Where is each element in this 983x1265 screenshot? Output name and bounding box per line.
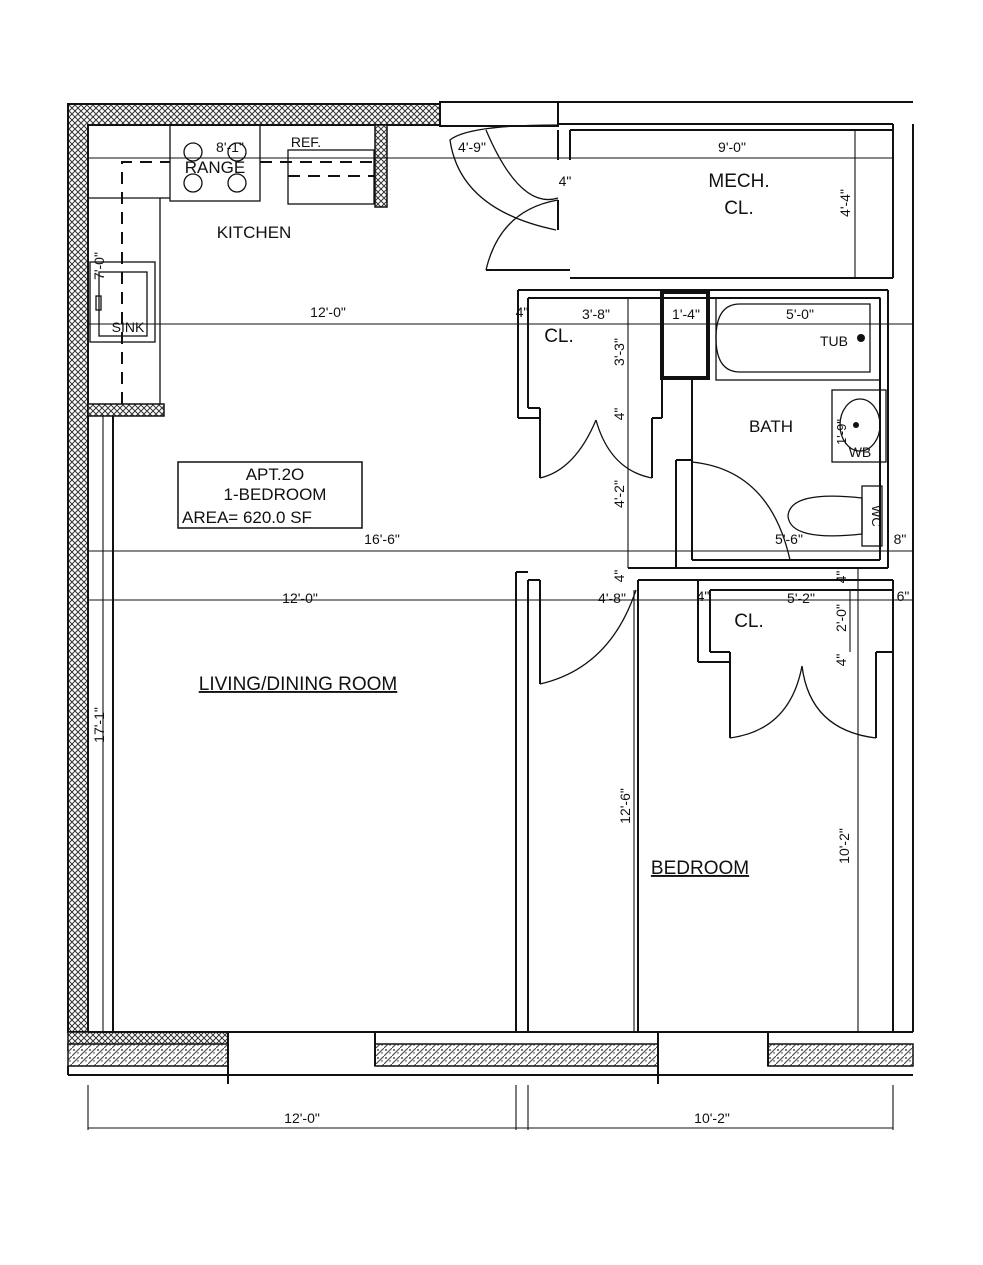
label-hall-closet: CL. (544, 326, 574, 347)
dim-wall-6: 6" (897, 588, 910, 604)
dim-wall-8: 8" (894, 531, 907, 547)
toilet-bowl (787, 495, 863, 537)
label-wb: WB (849, 444, 872, 460)
dim-wall-4a: 4" (559, 173, 572, 189)
dim-wall-4g: 4" (833, 654, 849, 667)
fixture-labels: REF. RANGE SINK TUB WB WC (112, 134, 884, 527)
dim-wall-4c: 4" (611, 408, 627, 421)
dim-closet-depth: 3'-3" (611, 338, 627, 366)
dim-upper-width: 12'-0" (310, 304, 346, 320)
dim-mech-depth: 4'-4" (837, 189, 853, 217)
label-bedroom: BEDROOM (651, 858, 749, 879)
label-kitchen: KITCHEN (217, 223, 292, 242)
label-range: RANGE (185, 158, 245, 177)
dim-kitchen-width: 8'-1" (216, 139, 244, 155)
bottom-sill-left (67, 1043, 229, 1067)
bedroom-door-swing (539, 589, 637, 685)
kitchen-fixtures (88, 124, 375, 404)
dim-wall-4b: 4" (516, 304, 529, 320)
info-area: AREA= 620.0 SF (182, 508, 312, 527)
dim-total-width: 16'-6" (364, 531, 400, 547)
dimension-labels: 8'-1" 4'-9" 9'-0" 4" 4'-4" 7'-0" 12'-0" … (91, 139, 909, 1126)
room-labels: KITCHEN MECH. CL. CL. BATH CL. LIVING/DI… (199, 171, 793, 879)
dim-door-width: 4'-9" (458, 139, 486, 155)
exterior-walls (67, 103, 914, 1067)
top-exterior-wall (67, 103, 441, 1033)
info-box: APT.2O 1-BEDROOM AREA= 620.0 SF (177, 461, 363, 529)
label-sink: SINK (112, 319, 145, 335)
label-mech: MECH. (708, 171, 769, 192)
dim-closet-width: 3'-8" (582, 306, 610, 322)
dim-bottom-living: 12'-0" (284, 1110, 320, 1126)
dim-wall-4e: 4" (697, 588, 710, 604)
info-apt: APT.2O (246, 465, 305, 484)
bath-door-swing (691, 461, 791, 561)
dim-living-width: 12'-0" (282, 590, 318, 606)
dim-kitchen-depth: 7'-0" (91, 252, 107, 280)
washbasin (831, 389, 887, 463)
dim-wb: 1'-9" (834, 419, 849, 445)
dim-chase-width: 1'-4" (672, 306, 700, 322)
label-tub: TUB (820, 333, 848, 349)
bottom-sill-mid (374, 1043, 659, 1067)
dim-bottom-bed: 10'-2" (694, 1110, 730, 1126)
label-bed-closet: CL. (734, 611, 764, 632)
label-bath: BATH (749, 417, 793, 436)
kitchen-wall-stub (87, 403, 165, 417)
dim-bed-depth-b: 10'-2" (836, 828, 852, 864)
closet-door-right (595, 419, 653, 479)
info-type: 1-BEDROOM (224, 485, 327, 504)
closet-door-left (539, 419, 597, 479)
door-swings (449, 124, 877, 739)
label-wc: WC (869, 505, 884, 527)
dim-bed-depth-a: 12'-6" (617, 788, 633, 824)
dim-tub-width: 5'-0" (786, 306, 814, 322)
ref-partition (374, 124, 388, 208)
label-mech-cl: CL. (724, 198, 754, 219)
bed-closet-door-left (729, 665, 803, 739)
dimension-lines (87, 130, 913, 1130)
dim-living-depth: 17'-1" (91, 707, 107, 743)
entry-door-swing (449, 124, 559, 231)
dim-hall-width: 4'-8" (598, 590, 626, 606)
bottom-sill-right (767, 1043, 914, 1067)
dim-wall-4d: 4" (611, 570, 627, 583)
dim-bed-closet-width: 5'-2" (787, 590, 815, 606)
bed-closet-door-right (801, 665, 877, 739)
dim-wall-4f: 4" (833, 571, 849, 584)
dim-bath-depth: 5'-6" (775, 531, 803, 547)
interior-walls (67, 101, 914, 1084)
bath-fixtures (715, 297, 887, 547)
dim-hall-depth: 4'-2" (611, 480, 627, 508)
dim-mech-width: 9'-0" (718, 139, 746, 155)
label-living: LIVING/DINING ROOM (199, 674, 397, 695)
mech-door-swing (485, 199, 559, 271)
dim-bed-closet-depth: 2'-0" (833, 604, 849, 632)
label-ref: REF. (291, 134, 321, 150)
